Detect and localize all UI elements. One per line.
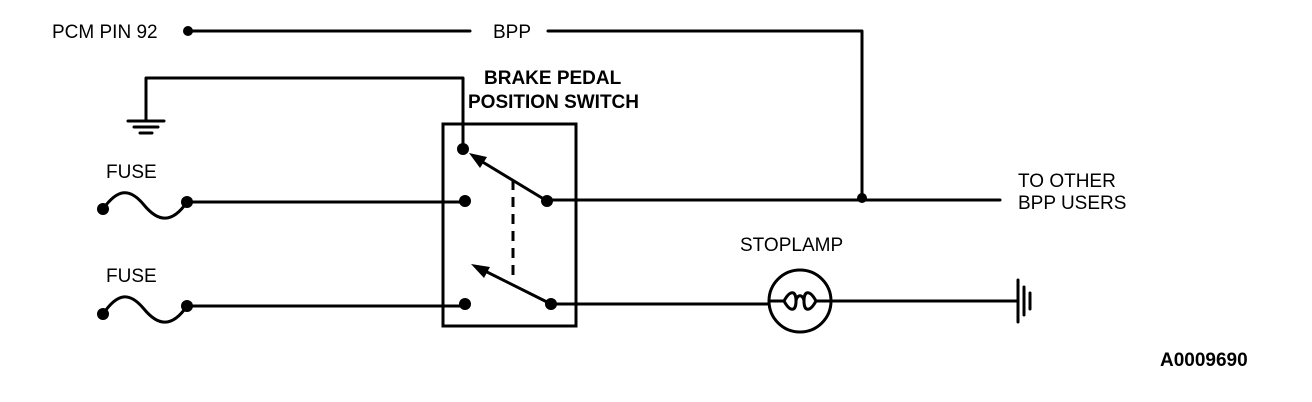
switch-contact-lower-input xyxy=(459,298,471,310)
switch-blade-upper xyxy=(469,153,549,203)
brake-pedal-position-switch-body xyxy=(441,122,578,328)
fuse-bottom-symbol xyxy=(97,295,193,324)
stoplamp-bulb-symbol xyxy=(767,268,833,334)
pcm-pin-label: PCM PIN 92 xyxy=(52,22,158,43)
switch-blade-lower xyxy=(471,264,553,306)
switch-contact-top xyxy=(457,143,469,155)
switch-ground-wire xyxy=(144,76,465,150)
to-other-label-line2: BPP USERS xyxy=(1018,193,1126,214)
ground-symbol-right xyxy=(1016,278,1032,324)
stoplamp-label: STOPLAMP xyxy=(740,235,843,256)
fuse-bottom-label: FUSE xyxy=(106,266,157,287)
fuse-top-symbol xyxy=(97,191,193,220)
switch-title-line2: POSITION SWITCH xyxy=(468,92,639,113)
switch-title-line1: BRAKE PEDAL xyxy=(484,68,622,89)
figure-id-label: A0009690 xyxy=(1160,350,1248,371)
ground-symbol-top xyxy=(126,119,166,135)
bpp-label: BPP xyxy=(493,22,531,43)
to-other-label-line1: TO OTHER xyxy=(1018,171,1116,192)
bpp-wire-right xyxy=(546,29,864,200)
fuse-top-label: FUSE xyxy=(106,162,157,183)
